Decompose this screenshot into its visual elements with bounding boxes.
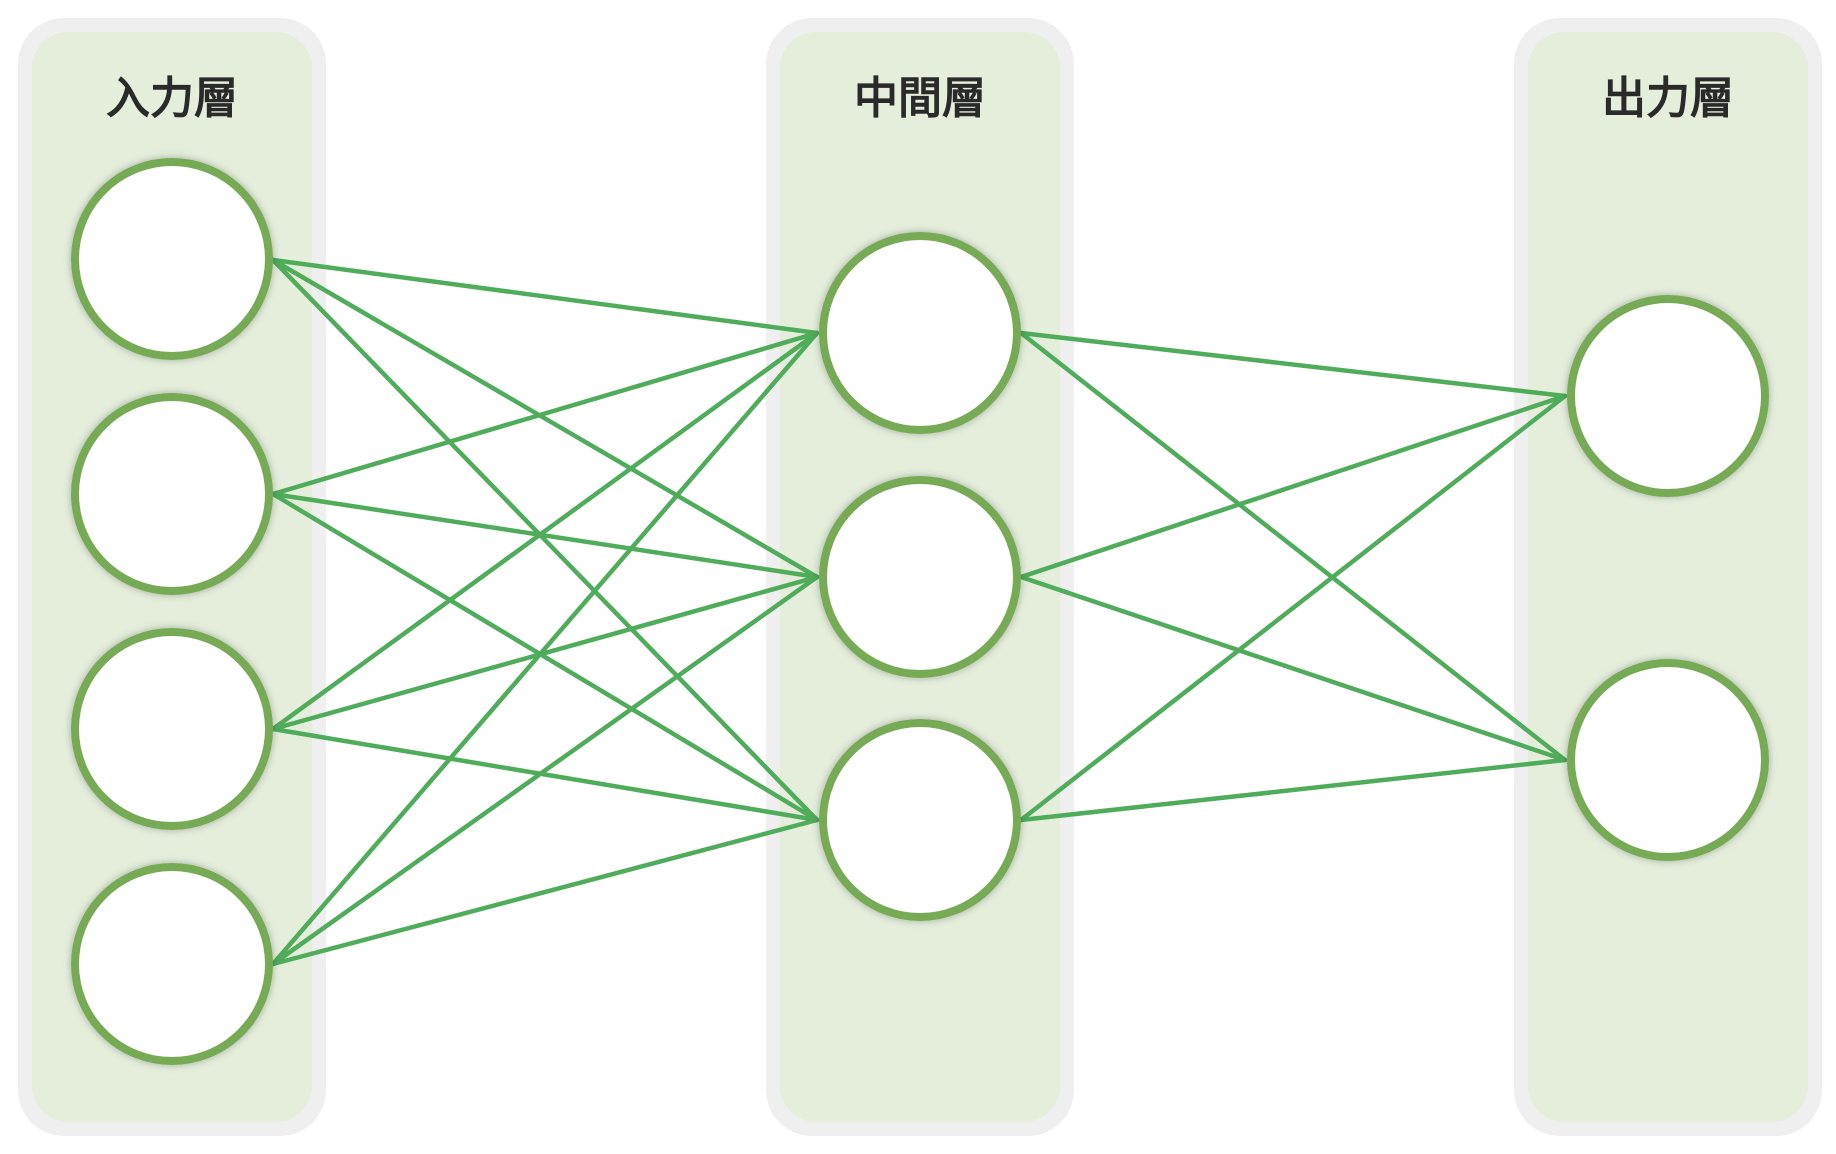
hidden-node-1 (819, 232, 1021, 434)
edge-h2-out2 (1018, 574, 1568, 763)
edge-in1-h1 (270, 257, 820, 336)
edge-in3-h1 (270, 330, 820, 732)
input-node-2 (71, 393, 273, 595)
edge-in3-h2 (270, 574, 820, 732)
edge-h1-out2 (1018, 330, 1568, 763)
input-node-4 (71, 863, 273, 1065)
input-node-3 (71, 628, 273, 830)
edge-h2-out1 (1018, 393, 1568, 580)
hidden-node-2 (819, 476, 1021, 678)
input-node-1 (71, 158, 273, 360)
output-node-1 (1567, 295, 1769, 497)
edge-in1-h2 (270, 257, 820, 580)
edge-in4-h1 (270, 330, 820, 967)
nodes-input (71, 158, 273, 1065)
nodes-output (1567, 295, 1769, 861)
edge-in2-h3 (270, 491, 820, 823)
edge-h3-out2 (1018, 757, 1568, 823)
edge-in2-h1 (270, 330, 820, 497)
edge-in4-h2 (270, 574, 820, 967)
layer-title-output: 出力層 (1602, 73, 1734, 124)
edge-h3-out1 (1018, 393, 1568, 823)
edge-in2-h2 (270, 491, 820, 580)
hidden-node-3 (819, 719, 1021, 921)
nodes-hidden (819, 232, 1021, 921)
output-node-2 (1567, 659, 1769, 861)
connections-input-hidden (270, 257, 820, 967)
edge-in1-h3 (270, 257, 820, 823)
edge-in3-h3 (270, 726, 820, 823)
edge-in4-h3 (270, 817, 820, 967)
connections-hidden-output (1018, 330, 1568, 823)
edge-h1-out1 (1018, 330, 1568, 399)
layer-title-input: 入力層 (106, 73, 238, 124)
layer-panel-output: 出力層 (1514, 18, 1822, 1136)
layer-title-hidden: 中間層 (854, 73, 986, 124)
